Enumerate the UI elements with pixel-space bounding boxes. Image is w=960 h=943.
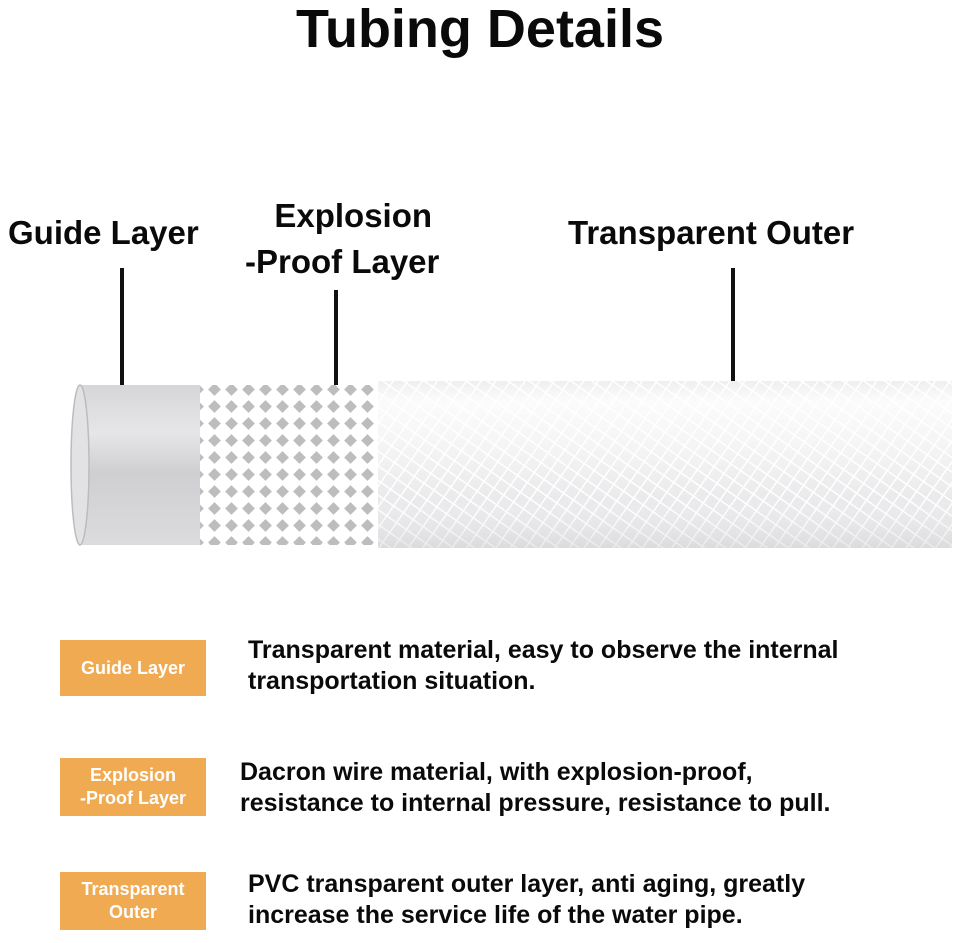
desc-guide-layer: Transparent material, easy to observe th… [248, 636, 839, 695]
leader-line-guide [120, 268, 124, 448]
callout-transparent-outer: Transparent Outer [568, 214, 855, 251]
badge-explosion-proof-layer: Explosion -Proof Layer [60, 758, 206, 816]
callout-line: -Proof Layer [245, 243, 440, 280]
badge-guide-layer: Guide Layer [60, 640, 206, 696]
desc-explosion-proof-layer: Dacron wire material, with explosion-pro… [240, 758, 831, 817]
leader-line-explosion [334, 290, 338, 448]
callout-line: Explosion [274, 197, 433, 234]
desc-transparent-outer: PVC transparent outer layer, anti aging,… [248, 870, 806, 929]
leader-line-outer [731, 268, 735, 448]
tube-illustration [70, 381, 952, 548]
callout-guide-layer: Guide Layer [8, 214, 199, 251]
badge-transparent-outer: Transparent Outer [60, 872, 206, 930]
callout-explosion-proof-layer: Explosion -Proof Layer [245, 193, 439, 285]
page-title: Tubing Details [295, 0, 664, 59]
